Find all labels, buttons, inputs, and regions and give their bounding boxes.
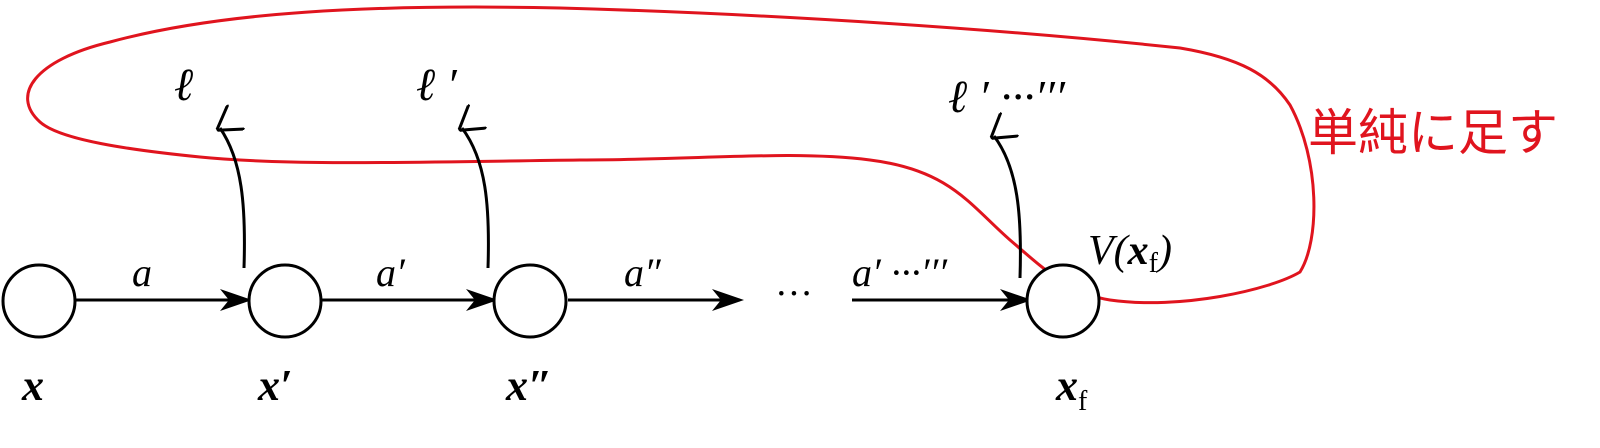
cost-label-l-prime: ℓ ′ xyxy=(416,59,458,110)
state-node-x-double-prime xyxy=(492,263,568,339)
state-label-x-f: xf xyxy=(1055,361,1088,417)
state-label-x-prime: x′ xyxy=(257,361,292,410)
cost-arrow-2 xyxy=(462,128,490,269)
action-label-a-prime: a′ xyxy=(376,250,406,295)
sum-lasso-outline xyxy=(26,5,1316,305)
state-node-x xyxy=(1,263,77,339)
state-node-x-f xyxy=(1025,263,1101,339)
state-node-x-prime xyxy=(247,263,323,339)
cost-arrow-1 xyxy=(220,128,246,269)
ellipsis: ··· xyxy=(775,273,813,315)
action-label-a-last: a′ ···′′′ xyxy=(852,250,948,295)
state-label-x-double-prime: x″ xyxy=(505,361,552,410)
cost-arrow-3 xyxy=(994,136,1022,279)
state-label-x: x xyxy=(21,361,44,410)
action-label-a-double-prime: a″ xyxy=(624,250,662,295)
annotation-sum-simply: 単純に足す xyxy=(1308,104,1558,162)
cost-label-l-last: ℓ ′ ···′′′ xyxy=(948,71,1066,122)
cost-label-l: ℓ xyxy=(174,59,194,110)
terminal-value-label: V(xf) xyxy=(1088,228,1172,279)
action-label-a: a xyxy=(132,250,152,295)
